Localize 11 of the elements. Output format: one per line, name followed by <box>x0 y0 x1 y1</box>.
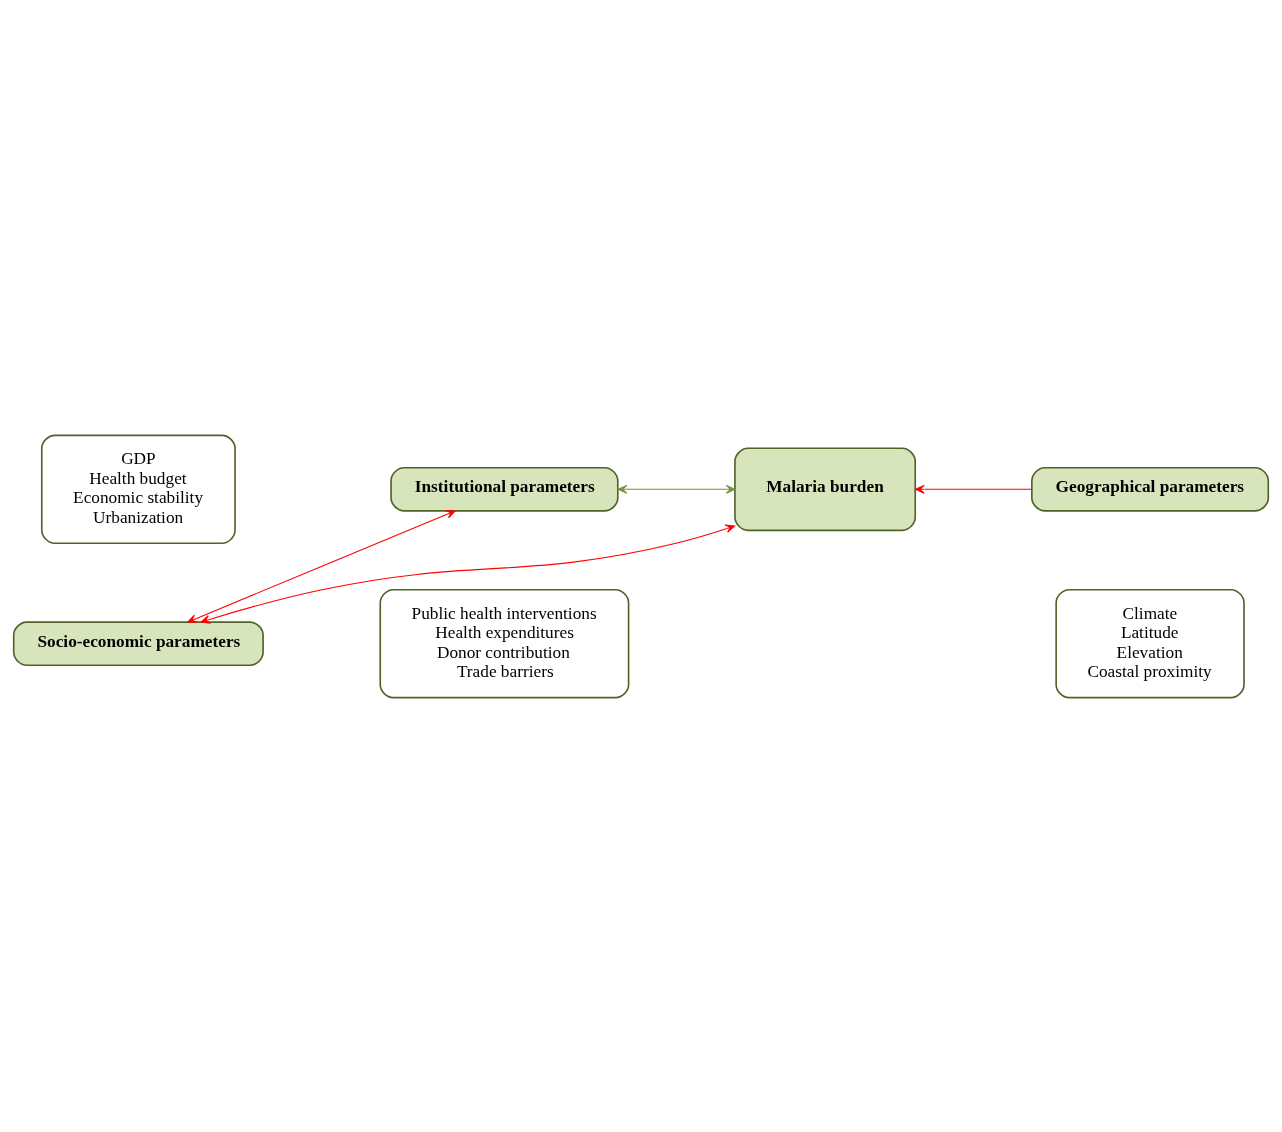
node-box: Public health interventions Health expenditures Donor contribution Trade barriers <box>379 588 630 698</box>
node-box: Malaria burden <box>734 446 917 531</box>
arrow <box>200 523 736 624</box>
node-box: Socio-economic parameters <box>12 620 264 666</box>
arrow <box>187 509 456 623</box>
node-box: Institutional parameters <box>390 466 619 512</box>
node-box: Climate Latitude Elevation Coastal proximity <box>1055 588 1245 698</box>
node-box: GDP Health budget Economic stability Urbanization <box>40 434 236 544</box>
arrow <box>915 484 1032 494</box>
arrow <box>617 484 736 494</box>
node-box: Geographical parameters <box>1031 466 1270 512</box>
